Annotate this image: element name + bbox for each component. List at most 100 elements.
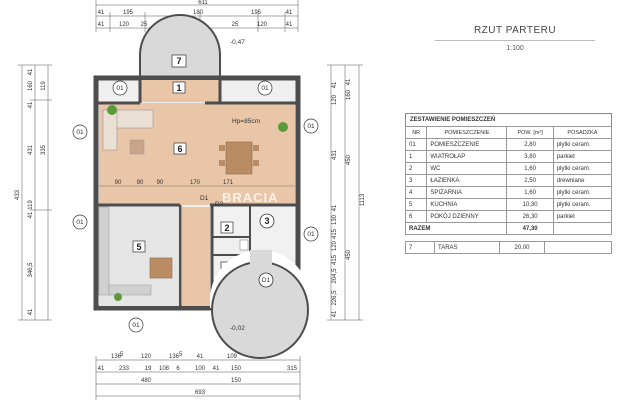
svg-text:130: 130 bbox=[332, 214, 338, 225]
svg-text:90: 90 bbox=[115, 180, 122, 186]
svg-text:120: 120 bbox=[257, 22, 268, 28]
window-tags: 01 01 01 01 01 01 01 bbox=[72, 80, 319, 333]
svg-text:5: 5 bbox=[120, 352, 124, 358]
svg-text:41: 41 bbox=[28, 211, 34, 218]
svg-text:01: 01 bbox=[116, 85, 124, 92]
svg-text:431: 431 bbox=[28, 144, 34, 155]
dimension-bottom bbox=[95, 356, 301, 400]
svg-text:195: 195 bbox=[251, 10, 262, 16]
svg-text:204,5: 204,5 bbox=[332, 268, 338, 284]
svg-text:109: 109 bbox=[227, 354, 238, 360]
dim-right-total: 1113 bbox=[360, 193, 366, 206]
svg-text:180: 180 bbox=[193, 10, 204, 16]
coffee-table bbox=[129, 139, 145, 155]
room-schedule-title: ZESTAWIENIE POMIESZCZEŃ bbox=[405, 113, 612, 126]
svg-text:136: 136 bbox=[111, 354, 122, 360]
door-d1-bottom: D1 bbox=[262, 277, 271, 284]
svg-text:41: 41 bbox=[332, 204, 338, 211]
watermark: BRACIA bbox=[222, 190, 279, 205]
svg-text:431: 431 bbox=[332, 149, 338, 160]
svg-text:450: 450 bbox=[346, 249, 352, 260]
svg-text:150: 150 bbox=[231, 378, 242, 384]
dim-bottom-row3: 480 150 bbox=[141, 378, 242, 384]
svg-text:41: 41 bbox=[213, 366, 220, 372]
svg-text:41: 41 bbox=[98, 10, 105, 16]
svg-text:01: 01 bbox=[307, 123, 315, 130]
svg-text:160: 160 bbox=[28, 80, 34, 91]
room-3-floor bbox=[252, 207, 295, 257]
room-number-3: 3 bbox=[264, 216, 269, 226]
svg-text:90: 90 bbox=[137, 180, 144, 186]
kitchen-counter bbox=[98, 206, 110, 296]
kitchen-table bbox=[149, 257, 173, 279]
svg-text:160: 160 bbox=[346, 89, 352, 100]
svg-text:150: 150 bbox=[231, 366, 242, 372]
svg-text:41: 41 bbox=[286, 22, 293, 28]
svg-text:108: 108 bbox=[159, 366, 170, 372]
plan-title: RZUT PARTERU bbox=[473, 25, 557, 36]
svg-text:315: 315 bbox=[287, 366, 298, 372]
terrace-top bbox=[139, 14, 221, 81]
svg-text:119: 119 bbox=[41, 81, 47, 91]
dining-table bbox=[225, 141, 253, 175]
room-number-6: 6 bbox=[177, 144, 182, 154]
dim-left-row1: 41 160 41 431 119 41 346,5 41 bbox=[28, 68, 34, 315]
room-number-5: 5 bbox=[136, 242, 141, 252]
svg-text:5: 5 bbox=[179, 352, 183, 358]
svg-text:415: 415 bbox=[332, 254, 338, 265]
col-nr: NR bbox=[404, 126, 428, 139]
svg-text:120: 120 bbox=[119, 22, 130, 28]
table-row: 7 TARAS 20,00 bbox=[405, 241, 612, 254]
plant-icon bbox=[114, 293, 122, 301]
svg-text:41: 41 bbox=[332, 310, 338, 317]
room-number-2: 2 bbox=[224, 223, 229, 233]
level-bottom: -0,02 bbox=[230, 325, 245, 332]
svg-text:119: 119 bbox=[28, 200, 34, 210]
col-room: POMIESZCZENIE bbox=[426, 126, 508, 139]
svg-text:01: 01 bbox=[76, 219, 84, 226]
dimension-left bbox=[18, 64, 52, 321]
room-tag-7 bbox=[171, 54, 187, 68]
svg-text:41: 41 bbox=[346, 78, 352, 85]
dim-inner: 90 90 90 170 171 bbox=[99, 180, 295, 187]
svg-text:120: 120 bbox=[332, 240, 338, 251]
svg-text:41: 41 bbox=[286, 10, 293, 16]
dim-left-total: 433 bbox=[15, 189, 21, 200]
svg-text:01: 01 bbox=[132, 322, 140, 329]
dim-top-row0: 41 195 180 195 41 bbox=[98, 10, 293, 16]
dim-bottom-row2: 41 233 19 108 6 100 41 150 315 bbox=[98, 366, 298, 372]
col-area: POW. [m²] bbox=[506, 126, 554, 139]
svg-text:41: 41 bbox=[28, 101, 34, 108]
svg-text:120: 120 bbox=[141, 354, 152, 360]
dim-bottom-total: 693 bbox=[195, 390, 206, 396]
floor-plan: 611 41 195 180 195 41 41 120 25 321 25 1… bbox=[15, 0, 366, 400]
plan-scale: 1:100 bbox=[506, 45, 524, 52]
svg-text:01: 01 bbox=[76, 129, 84, 136]
svg-text:41: 41 bbox=[197, 354, 204, 360]
svg-text:415: 415 bbox=[332, 228, 338, 239]
svg-text:01: 01 bbox=[261, 85, 269, 92]
svg-text:226,5: 226,5 bbox=[332, 290, 338, 306]
svg-text:335: 335 bbox=[41, 144, 47, 155]
svg-text:90: 90 bbox=[157, 180, 164, 186]
dim-top-total: 611 bbox=[198, 0, 208, 6]
svg-text:233: 233 bbox=[119, 366, 130, 372]
hp-label: Hp=85cm bbox=[232, 118, 260, 125]
plant-icon bbox=[107, 105, 117, 115]
col-floor: POSADZKA bbox=[552, 126, 613, 139]
dimension-right bbox=[327, 64, 363, 321]
svg-text:346,5: 346,5 bbox=[28, 262, 34, 278]
svg-text:480: 480 bbox=[141, 378, 152, 384]
svg-text:41: 41 bbox=[98, 366, 105, 372]
toilet-icon bbox=[239, 239, 249, 251]
svg-text:41: 41 bbox=[332, 81, 338, 88]
svg-text:100: 100 bbox=[195, 366, 206, 372]
